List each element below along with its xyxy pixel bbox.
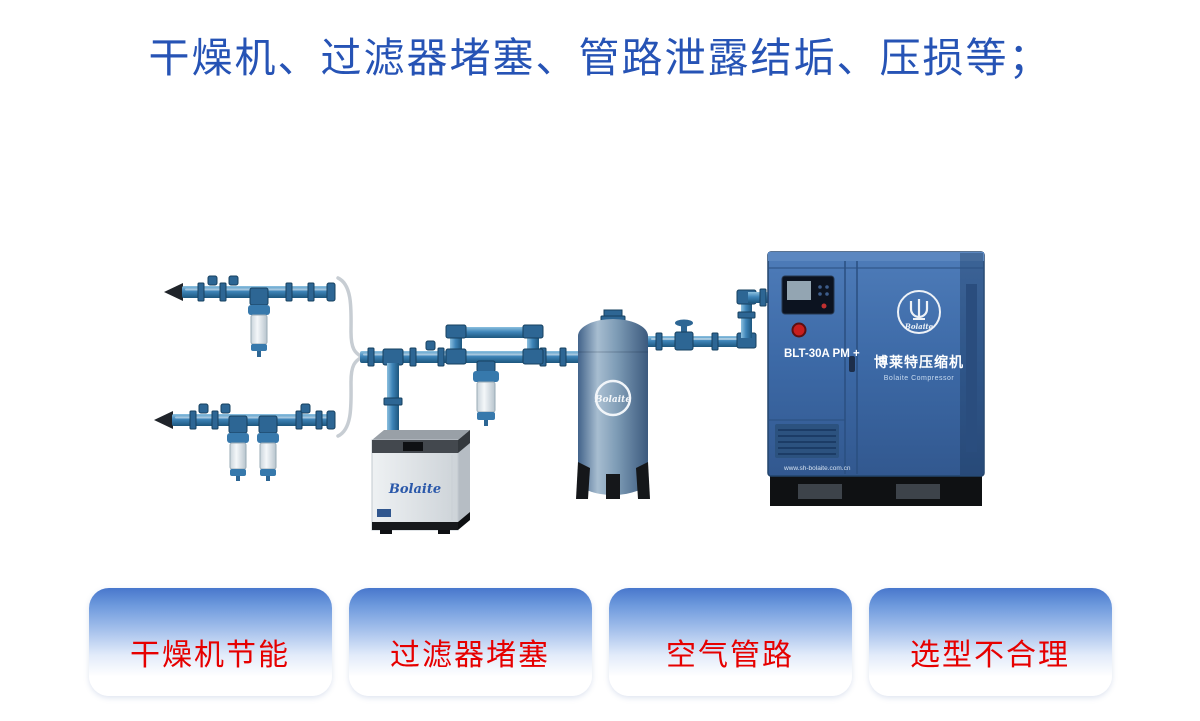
display-screen bbox=[787, 281, 811, 300]
tank-foot bbox=[576, 462, 590, 499]
compressor-brand-en-label: Bolaite Compressor bbox=[884, 375, 955, 382]
button-label: 选型不合理 bbox=[910, 639, 1070, 672]
dryer-logo: Bolaite bbox=[388, 482, 441, 497]
compressor-website-label: www.sh-bolaite.com.cn bbox=[783, 465, 851, 472]
bolaite-emblem-icon bbox=[594, 379, 632, 417]
button-label: 过滤器堵塞 bbox=[390, 639, 550, 672]
valve-handle bbox=[425, 340, 436, 351]
left-piping-top bbox=[164, 275, 336, 357]
bolaite-logo-icon: Bolaite bbox=[897, 290, 941, 334]
air-filter bbox=[257, 433, 279, 481]
forklift-slot bbox=[798, 484, 842, 499]
button-label: 干燥机节能 bbox=[130, 639, 290, 672]
compressor-model-label: BLT-30A PM + bbox=[784, 348, 860, 360]
valve-handle bbox=[228, 275, 239, 286]
button-label: 空气管路 bbox=[666, 639, 794, 672]
dryer-riser-pipe bbox=[382, 348, 404, 435]
button-air-piping[interactable]: 空气管路 bbox=[608, 588, 852, 696]
valve-handle bbox=[207, 275, 218, 286]
air-receiver-tank: Bolaite bbox=[576, 319, 650, 499]
main-pipe bbox=[360, 324, 588, 435]
valve-handle bbox=[300, 403, 311, 414]
valve-handle bbox=[220, 403, 231, 414]
compressor-brand-label: 博莱特压缩机 bbox=[874, 354, 964, 370]
flow-arrow-icon bbox=[154, 411, 173, 429]
button-improper-selection[interactable]: 选型不合理 bbox=[868, 588, 1112, 696]
refrigerated-dryer: Bolaite bbox=[371, 430, 470, 534]
door-handle bbox=[849, 356, 855, 372]
bypass-bridge bbox=[445, 324, 544, 365]
left-piping-bottom bbox=[154, 403, 336, 481]
inline-filter bbox=[473, 360, 499, 426]
flow-arrow-icon bbox=[164, 283, 183, 301]
tank-logo: Bolaite bbox=[594, 395, 631, 405]
forklift-slot bbox=[896, 484, 940, 499]
button-dryer-energy-saving[interactable]: 干燥机节能 bbox=[88, 588, 332, 696]
compressor-logo-label: Bolaite bbox=[904, 322, 934, 331]
tank-foot bbox=[636, 462, 650, 499]
button-filter-clogging[interactable]: 过滤器堵塞 bbox=[348, 588, 592, 696]
tank-foot bbox=[606, 474, 620, 499]
air-compressor: BLT-30A PM + www.sh-bolaite.com.cn Bolai… bbox=[767, 251, 985, 506]
control-panel bbox=[781, 275, 835, 315]
air-filter bbox=[248, 305, 270, 357]
side-vent-grille bbox=[966, 284, 977, 452]
shutoff-valve bbox=[674, 319, 694, 351]
emergency-stop-button bbox=[791, 322, 807, 338]
front-vent-grille bbox=[775, 424, 839, 458]
topic-buttons: 干燥机节能 过滤器堵塞 空气管路 选型不合理 bbox=[0, 588, 1200, 696]
brace-decoration bbox=[336, 276, 366, 438]
dryer-nameplate bbox=[377, 509, 391, 517]
air-filter bbox=[227, 433, 249, 481]
valve-handle bbox=[198, 403, 209, 414]
dryer-display bbox=[403, 442, 423, 451]
page-title: 干燥机、过滤器堵塞、管路泄露结垢、压损等； bbox=[148, 35, 1052, 81]
